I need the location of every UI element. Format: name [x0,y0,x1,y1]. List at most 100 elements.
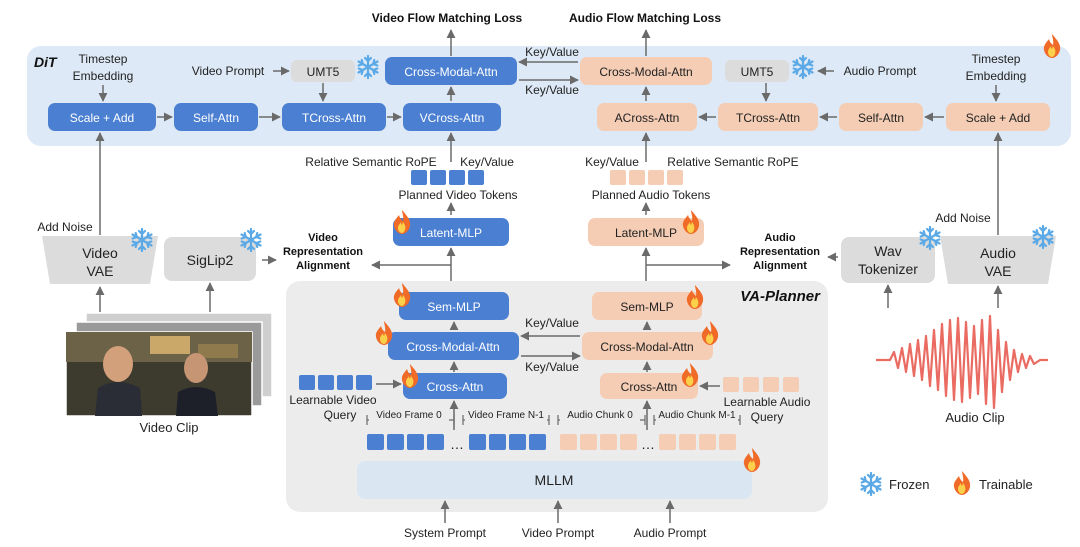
dit-video-tcross-block [282,103,386,131]
sem-mlp-video-label: Sem-MLP [427,300,480,314]
video-clip-label: Video Clip [139,420,198,435]
right-timestep-line2: Embedding [966,69,1027,83]
rel-rope-audio-label: Relative Semantic RoPE [667,155,798,169]
dit-audio-scale-add-block [946,103,1050,131]
audio-vae-block [940,236,1056,284]
video-frame-n-label: Video Frame N-1 [468,410,544,421]
learnable-video-query-line1: Learnable Video [289,393,377,407]
cross-attn-video-label: Cross-Attn [427,380,484,394]
planner-key-value-top: Key/Value [525,316,579,330]
dit-video-self-attn-block [174,103,258,131]
audio-vae-line2: VAE [985,263,1012,279]
planned-audio-token-row [610,170,683,185]
dit-audio-cross-modal-label: Cross-Modal-Attn [599,65,692,79]
video-frame-0-label: Video Frame 0 [376,410,442,421]
mllm-audio-token [600,434,617,450]
mllm-video-token [529,434,546,450]
planner-video-cross-modal-block [388,332,519,360]
mllm-video-token [469,434,486,450]
video-clip-image [65,312,273,417]
mllm-audio-token [659,434,676,450]
legend-frozen-label: Frozen [889,477,929,492]
learnable-video-query-token [318,375,334,390]
learnable-audio-query-tokens [723,377,799,392]
learnable-audio-query-token [723,377,739,392]
legend-trainable-label: Trainable [979,477,1033,492]
sem-mlp-video-block [399,292,509,320]
planned-video-tokens-label: Planned Video Tokens [399,188,518,202]
dit-trainable-icon [1043,34,1061,58]
sem-mlp-audio-block [592,292,702,320]
planned-video-token [449,170,465,185]
mllm-video-token [387,434,404,450]
planned-video-token [430,170,446,185]
audio-rep-align-line3: Alignment [753,260,807,272]
planned-video-token [411,170,427,185]
dit-video-scale-add-label: Scale + Add [70,111,134,125]
planned-audio-tokens-label: Planned Audio Tokens [592,188,711,202]
siglip2-label: SigLip2 [187,252,234,268]
audio-loss-label: Audio Flow Matching Loss [569,11,721,25]
left-timestep-line1: Timestep [79,52,128,66]
audio-clip-waveform [876,314,1048,410]
video-token-ellipsis: … [450,436,464,452]
planner-audio-cross-modal-label: Cross-Modal-Attn [600,340,693,354]
cross-attn-video-block [403,373,507,399]
wav-tokenizer-line1: Wav [874,243,901,259]
siglip2-block [164,237,256,281]
dit-video-scale-add-block [48,103,156,131]
mllm-video-token [427,434,444,450]
mllm-video-token-row [367,434,546,450]
dit-video-cross-modal-label: Cross-Modal-Attn [404,65,497,79]
video-loss-label: Video Flow Matching Loss [372,11,523,25]
learnable-audio-query-token [763,377,779,392]
mllm-audio-token [620,434,637,450]
dit-video-self-attn-label: Self-Attn [193,111,239,125]
rel-rope-video-label: Relative Semantic RoPE [305,155,436,169]
audio-chunk-m-label: Audio Chunk M-1 [658,410,736,421]
learnable-audio-query-token [783,377,799,392]
add-noise-left-label: Add Noise [37,220,93,234]
mllm-audio-token [699,434,716,450]
latent-mlp-video-block [393,218,509,246]
dit-key-value-bottom: Key/Value [525,83,579,97]
audio-rep-align-line1: Audio [764,232,795,244]
umt5-left-label: UMT5 [307,65,340,79]
dit-audio-tcross-label: TCross-Attn [736,111,800,125]
mllm-video-token [509,434,526,450]
latent-mlp-video-label: Latent-MLP [420,226,482,240]
latent-mlp-audio-block [588,218,704,246]
mllm-video-token [407,434,424,450]
dit-audio-scale-add-label: Scale + Add [966,111,1030,125]
right-timestep-line1: Timestep [972,52,1021,66]
key-value-audio-label: Key/Value [585,155,639,169]
audio-clip-label: Audio Clip [945,410,1004,425]
learnable-video-query-token [356,375,372,390]
left-timestep-line2: Embedding [73,69,134,83]
dit-video-prompt-label: Video Prompt [192,64,265,78]
cross-attn-audio-label: Cross-Attn [621,380,678,394]
mllm-audio-token [679,434,696,450]
dit-audio-prompt-label: Audio Prompt [844,64,917,78]
umt5-right-block [725,60,789,82]
mllm-audio-token [719,434,736,450]
planned-audio-token [648,170,664,185]
umt5-right-label: UMT5 [741,65,774,79]
dit-audio-across-block [597,103,697,131]
sem-mlp-audio-label: Sem-MLP [620,300,673,314]
va-planner-label: VA-Planner [740,288,821,305]
learnable-video-query-token [299,375,315,390]
planner-audio-cross-modal-block [582,332,713,360]
dit-audio-cross-modal-block [580,57,712,85]
learnable-audio-query-token [743,377,759,392]
planned-audio-token [610,170,626,185]
latent-mlp-video-trainable-icon [393,210,411,234]
learnable-audio-query-line1: Learnable Audio [724,395,811,409]
audio-token-ellipsis: … [641,436,655,452]
latent-mlp-audio-trainable-icon [682,210,700,234]
planner-video-cross-modal-label: Cross-Modal-Attn [406,340,499,354]
dit-audio-self-attn-label: Self-Attn [858,111,904,125]
dit-key-value-top: Key/Value [525,45,579,59]
video-rep-align-line2: Representation [283,246,363,258]
key-value-video-label: Key/Value [460,155,514,169]
